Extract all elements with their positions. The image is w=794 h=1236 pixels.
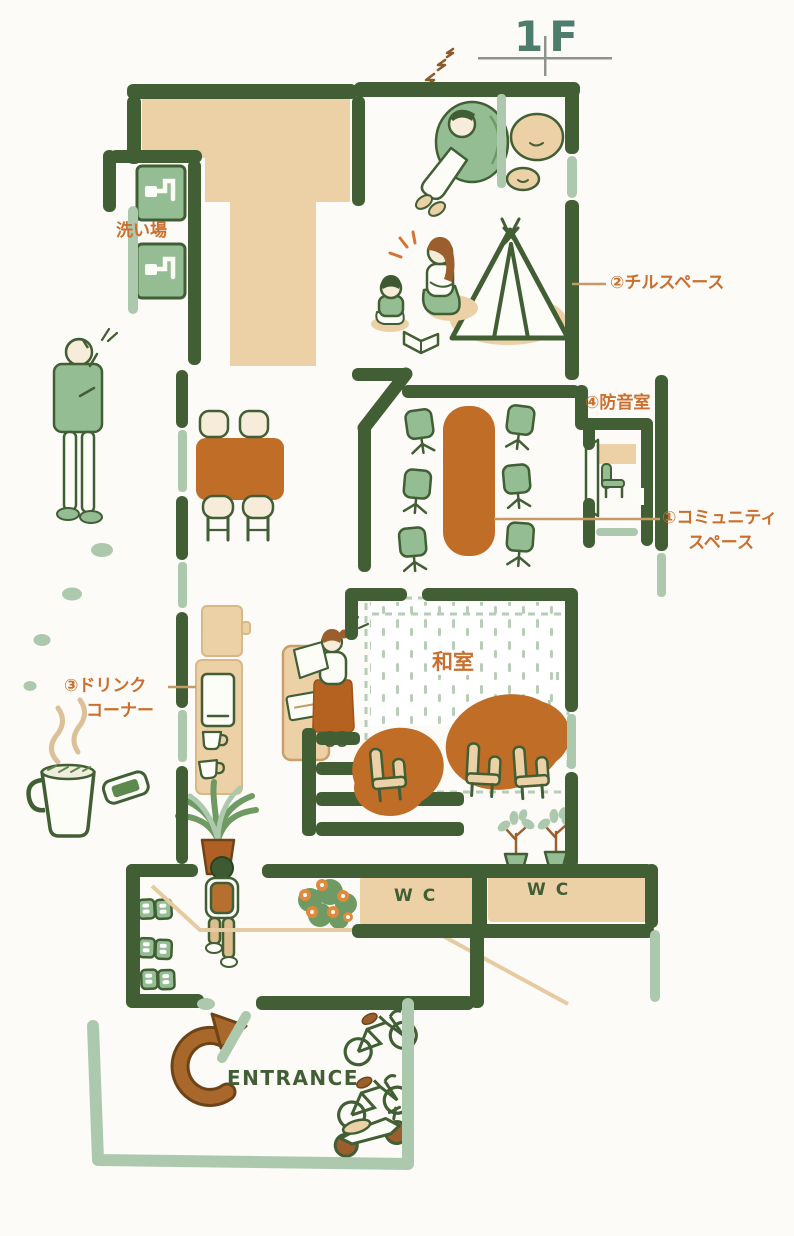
meeting-table-icon — [443, 406, 495, 556]
sleeping-person-icon — [414, 100, 510, 217]
drink-counter-icon — [195, 605, 251, 795]
label-community-space-line1: ①コミュニティ — [662, 508, 778, 528]
title-underline — [478, 36, 612, 76]
outdoor-boundary-gate — [217, 1011, 251, 1063]
mother-icon — [388, 230, 478, 321]
leader-lines — [168, 282, 660, 689]
soundproof-door-window — [632, 488, 644, 505]
scooter-icon — [333, 1105, 410, 1158]
walls — [103, 82, 668, 1010]
label-wc-right: WC — [527, 880, 579, 900]
person-on-phone-icon — [52, 327, 119, 524]
walkway-path — [150, 884, 569, 1006]
floor-title: 1F — [514, 12, 584, 61]
label-community-space-line2: スペース — [688, 533, 754, 553]
label-chill-space: ②チルスペース — [610, 273, 725, 293]
dining-chair-icon — [198, 409, 275, 542]
outdoor-boundary — [87, 998, 414, 1170]
sleep-marks-icon — [424, 47, 455, 88]
soundproof-room-interior — [584, 438, 636, 518]
coffee-cup-icon — [26, 697, 96, 838]
book-icon — [402, 330, 440, 355]
label-wc-left: WC — [394, 886, 446, 906]
label-drink-corner: ③ドリンク コーナー — [64, 674, 154, 724]
shoe-locker-icon — [136, 897, 176, 992]
label-soundproof-room: ④防音室 — [585, 393, 651, 413]
sage-accents — [128, 94, 666, 1010]
label-entrance: ENTRANCE — [227, 1066, 359, 1090]
footprints-icon — [23, 543, 113, 691]
label-tatami-room: 和室 — [429, 650, 477, 675]
label-drink-corner-line2: コーナー — [86, 701, 154, 721]
wall-diagonal — [357, 367, 413, 435]
label-washing-area: 洗い場 — [116, 221, 167, 241]
snack-icon — [101, 770, 150, 805]
label-community-space: ①コミュニティ スペース — [662, 506, 777, 556]
label-drink-corner-line1: ③ドリンク — [64, 676, 147, 696]
room-fills — [142, 98, 648, 926]
child-icon — [371, 274, 409, 332]
dining-table-icon — [196, 438, 284, 500]
teepee-tent-icon — [449, 217, 571, 345]
cushion-icon — [505, 112, 565, 192]
flower-bouquet-icon — [298, 879, 357, 929]
entrance-arrow-icon — [170, 1012, 248, 1107]
small-plant-icon — [494, 804, 578, 871]
